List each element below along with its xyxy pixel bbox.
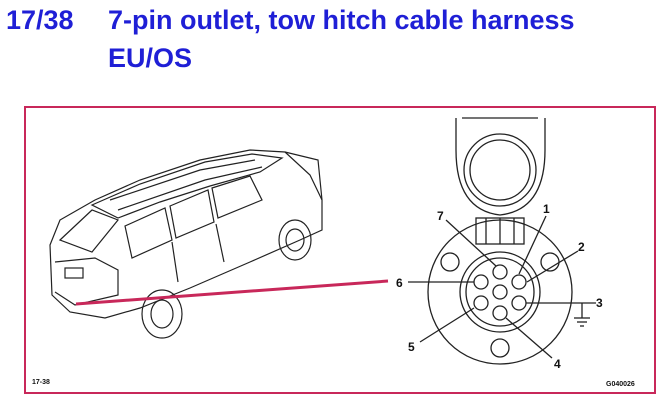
pin-label-4: 4 — [554, 357, 561, 371]
car-illustration — [49, 149, 323, 339]
pin-label-7: 7 — [437, 209, 444, 223]
socket-drawing — [408, 117, 596, 365]
diagram-frame — [24, 106, 656, 394]
cable-line — [75, 279, 389, 306]
pin-label-3: 3 — [596, 296, 603, 310]
pin-label-5: 5 — [408, 340, 415, 354]
pin-label-2: 2 — [578, 240, 585, 254]
title-line-2: EU/OS — [108, 43, 193, 73]
page-title: 7-pin outlet, tow hitch cable harness — [108, 2, 658, 38]
pin-label-6: 6 — [396, 276, 403, 290]
section-number: 17/38 — [6, 5, 74, 35]
title-line-1: 7-pin outlet, tow hitch cable harness — [108, 5, 575, 35]
figure-code-left: 17-38 — [32, 379, 50, 386]
pin-label-1: 1 — [543, 202, 550, 216]
figure-code-right: G040026 — [606, 381, 635, 388]
